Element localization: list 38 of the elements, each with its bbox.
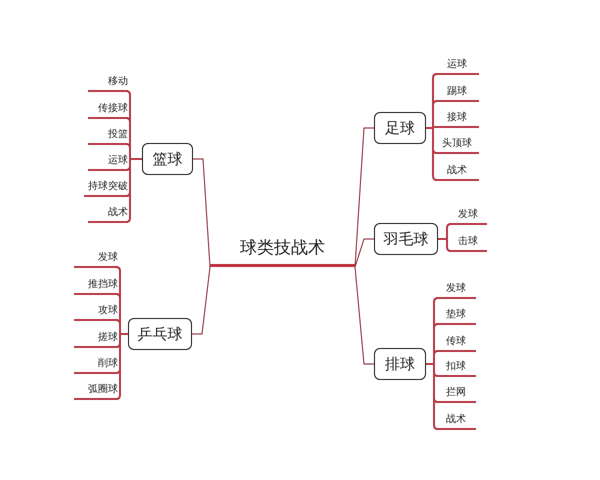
subtopic-label: 战术 <box>436 412 476 430</box>
subtopic-label: 攻球 <box>74 303 118 321</box>
subtopic-label: 弧圈球 <box>74 382 118 400</box>
subtopic-label: 投篮 <box>88 127 128 145</box>
subtopic-label: 踢球 <box>435 84 479 102</box>
subtopic-label: 传接球 <box>88 101 128 119</box>
connector-line <box>438 238 452 252</box>
topic-box: 足球 <box>374 112 426 144</box>
connector-line <box>354 266 374 364</box>
subtopic-label: 扣球 <box>436 359 476 377</box>
topic-box: 篮球 <box>142 143 193 175</box>
central-topic: 球类技战术 <box>210 232 355 267</box>
connector-line <box>192 158 210 268</box>
subtopic-label: 发球 <box>436 281 476 299</box>
subtopic-label: 发球 <box>449 207 487 225</box>
subtopic-label: 接球 <box>435 110 479 128</box>
connector-line <box>192 266 210 334</box>
subtopic-label: 运球 <box>435 57 479 75</box>
subtopic-label: 推挡球 <box>74 277 118 295</box>
subtopic-label: 发球 <box>74 250 118 268</box>
subtopic-label: 垫球 <box>436 307 476 325</box>
subtopic-label: 搓球 <box>74 330 118 348</box>
subtopic-label: 战术 <box>88 205 128 223</box>
connector-line <box>115 333 128 400</box>
subtopic-label: 运球 <box>88 153 128 171</box>
connector-line <box>354 128 374 268</box>
subtopic-label: 击球 <box>449 234 487 252</box>
subtopic-label: 削球 <box>74 356 118 374</box>
subtopic-label: 持球突破 <box>84 179 128 197</box>
subtopic-label: 拦网 <box>436 385 476 403</box>
topic-box: 乒乓球 <box>128 318 192 350</box>
connector-line <box>354 238 374 268</box>
topic-box: 排球 <box>374 348 426 380</box>
subtopic-label: 传球 <box>436 334 476 352</box>
topic-box: 羽毛球 <box>374 223 438 255</box>
subtopic-label: 战术 <box>435 163 479 181</box>
subtopic-label: 移动 <box>88 74 128 92</box>
subtopic-label: 头顶球 <box>435 136 479 154</box>
